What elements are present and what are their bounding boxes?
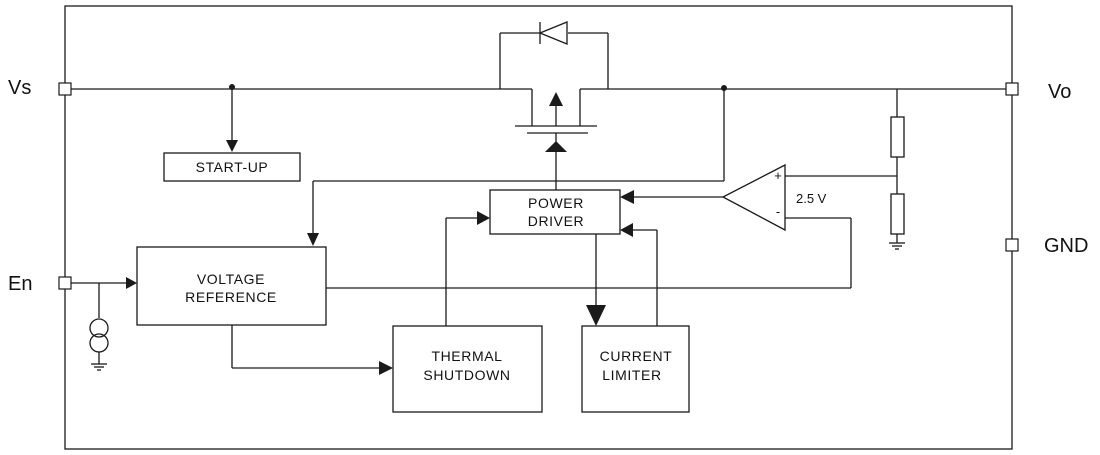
voltage-reference-label-1: VOLTAGE: [197, 271, 265, 287]
arrow-into-thermal: [379, 361, 393, 375]
arrow-into-limiter: [586, 305, 606, 326]
arrow-comparator-to-driver: [620, 190, 634, 204]
arrow-en: [126, 277, 137, 289]
pin-vo: [1005, 82, 1019, 96]
reference-voltage-label: 2.5 V: [796, 191, 827, 206]
pin-label-gnd: GND: [1044, 235, 1088, 257]
pass-mosfet: [515, 89, 597, 190]
startup-block: [163, 152, 301, 182]
power-driver-block: [489, 189, 621, 235]
comparator-plus-sign: +: [774, 168, 782, 183]
error-comparator: [721, 163, 786, 232]
current-limiter-label-2: LIMITER: [602, 367, 661, 383]
current-source: [89, 283, 109, 371]
thermal-shutdown-label-1: THERMAL: [431, 348, 502, 364]
pin-en: [58, 276, 72, 290]
pin-label-vo: Vo: [1048, 81, 1071, 103]
arrow-startup: [226, 140, 238, 152]
current-limiter-block: [581, 325, 690, 413]
pin-gnd: [1005, 238, 1019, 252]
thermal-shutdown-label-2: SHUTDOWN: [423, 367, 510, 383]
current-limiter-label-1: CURRENT: [600, 348, 673, 364]
pin-label-en: En: [8, 273, 32, 295]
arrow-thermal-to-driver: [477, 211, 490, 225]
power-driver-label-1: POWER: [528, 195, 584, 211]
pin-label-vs: Vs: [8, 77, 31, 99]
body-diode: [499, 21, 609, 89]
arrow-into-ref: [307, 233, 319, 246]
power-driver-label-2: DRIVER: [528, 213, 585, 229]
arrow-limiter-to-driver: [620, 223, 633, 237]
resistor-divider: [889, 89, 905, 250]
thermal-shutdown-block: [392, 325, 543, 413]
comparator-minus-sign: -: [776, 204, 780, 219]
voltage-reference-label-2: REFERENCE: [185, 289, 277, 305]
startup-label: START-UP: [196, 159, 269, 175]
pin-vs: [58, 82, 72, 96]
chip-outline: [64, 5, 1013, 450]
voltage-reference-block: [136, 246, 327, 326]
